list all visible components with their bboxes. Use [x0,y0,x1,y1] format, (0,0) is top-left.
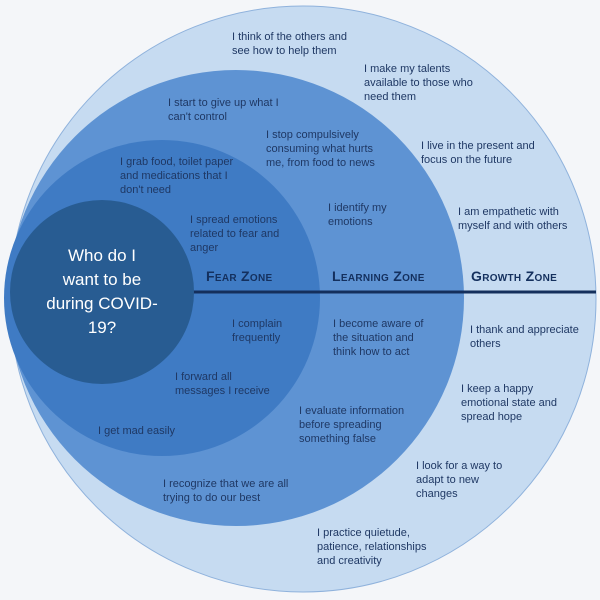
fear-zone-label: Fear Zone [206,268,273,284]
fear-item: I forward all messages I receive [175,371,270,397]
fear-item: I grab food, toilet paper and medication… [120,156,234,196]
growth-item: I live in the present and focus on the f… [421,140,535,166]
fear-item: I get mad easily [98,425,176,437]
growth-item: I keep a happy emotional state and sprea… [461,383,558,423]
growth-item: I practice quietude, patience, relations… [317,527,427,567]
learning-item: I recognize that we are all trying to do… [163,478,289,504]
center-question: Who do I want to be during COVID- 19? [46,246,158,337]
growth-item: I thank and appreciate others [470,324,579,350]
learning-item: I become aware of the situation and thin… [333,318,424,358]
growth-item: I am empathetic with myself and with oth… [458,206,568,232]
growth-item: I look for a way to adapt to new changes [416,460,503,500]
growth-item: I think of the others and see how to hel… [232,31,347,57]
growth-item: I make my talents available to those who… [364,63,473,103]
learning-item: I identify my emotions [328,202,387,228]
growth-zone-label: Growth Zone [471,268,558,284]
center-circle [10,200,194,384]
learning-item: I stop compulsively consuming what hurts… [266,129,375,169]
fear-item: I complain frequently [232,318,283,344]
learning-item: I evaluate information before spreading … [299,405,405,445]
learning-item: I start to give up what I can't control [168,97,279,123]
learning-zone-label: Learning Zone [332,268,425,284]
fear-item: I spread emotions related to fear and an… [190,214,280,254]
